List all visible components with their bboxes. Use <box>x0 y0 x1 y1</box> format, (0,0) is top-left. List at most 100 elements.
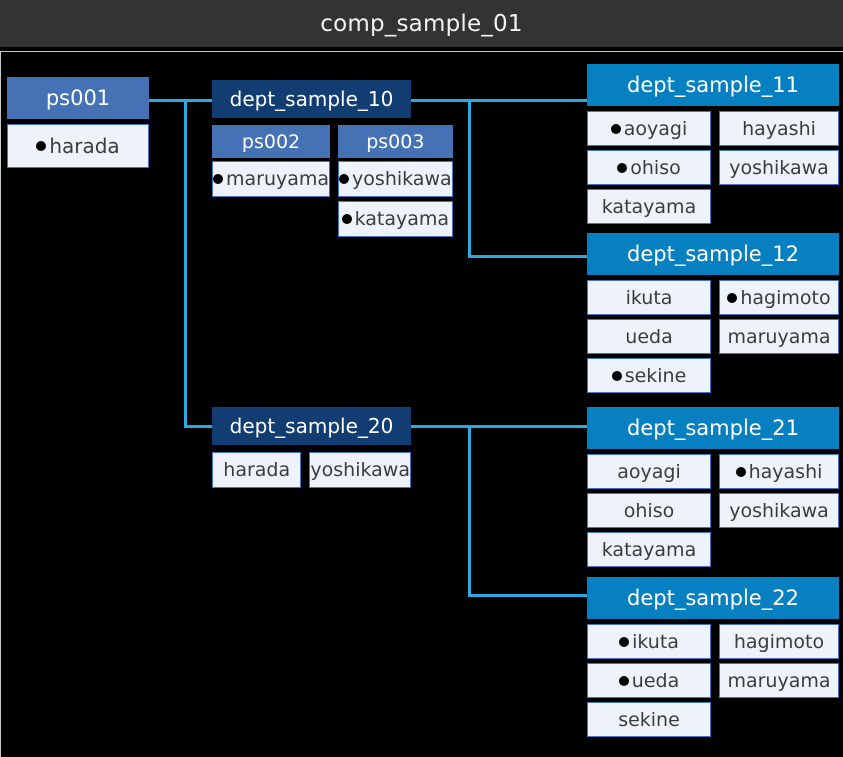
cell-maruyama[interactable]: maruyama <box>719 319 839 354</box>
column-right: hayashi yoshikawa <box>719 111 839 224</box>
node-header-label: dept_sample_20 <box>229 414 394 438</box>
cell-maruyama[interactable]: maruyama <box>719 663 839 698</box>
node-header-ps001: ps001 <box>7 77 149 119</box>
cell-sekine[interactable]: sekine <box>587 358 711 393</box>
cell-hagimoto[interactable]: hagimoto <box>719 280 839 315</box>
node-dept-sample-20[interactable]: dept_sample_20 harada yoshikawa <box>212 407 411 488</box>
cell-ps003-katayama[interactable]: katayama <box>338 201 453 237</box>
column-header-ps002: ps002 <box>212 125 331 158</box>
node-dept-sample-21[interactable]: dept_sample_21 aoyagi ohiso katayama <box>587 407 839 567</box>
cell-label: yoshikawa <box>352 168 452 190</box>
cell-label: ohiso <box>630 156 681 179</box>
cell-label: ikuta <box>632 630 679 653</box>
bullet-icon <box>618 675 629 686</box>
bullet-icon <box>617 162 628 173</box>
bullet-icon <box>341 214 352 224</box>
cell-ohiso[interactable]: ohiso <box>587 150 711 185</box>
cell-label: hagimoto <box>733 630 825 653</box>
connector-dept20-out <box>411 425 471 428</box>
bullet-icon <box>735 466 746 477</box>
connector-to-dept21 <box>468 425 588 428</box>
cell-label: ueda <box>625 325 673 348</box>
bullet-icon <box>611 370 622 381</box>
cell-label: aoyagi <box>617 460 681 483</box>
node-header-dept-sample-21: dept_sample_21 <box>587 407 839 449</box>
column-ps002: ps002 maruyama <box>212 125 331 237</box>
connector-dept10-vertical <box>468 99 471 258</box>
node-dept-sample-10[interactable]: dept_sample_10 ps002 maruyama ps003 yosh… <box>212 80 453 237</box>
cell-label: yoshikawa <box>729 156 829 179</box>
cell-label: hayashi <box>748 460 823 483</box>
node-header-label: dept_sample_12 <box>627 242 799 266</box>
cell-katayama[interactable]: katayama <box>587 532 711 567</box>
connector-to-dept10 <box>184 99 212 102</box>
node-header-dept-sample-20: dept_sample_20 <box>212 407 411 445</box>
column-header-label: ps002 <box>241 130 301 153</box>
cell-label: ueda <box>631 669 680 692</box>
cell-label: katayama <box>601 195 697 218</box>
cell-label: harada <box>49 134 120 158</box>
connector-dept20-vertical <box>468 425 471 597</box>
cell-label: maruyama <box>727 325 831 348</box>
cell-label: hayashi <box>742 117 816 140</box>
cell-aoyagi[interactable]: aoyagi <box>587 111 711 146</box>
column-right: hagimoto maruyama <box>719 624 839 737</box>
cell-hagimoto[interactable]: hagimoto <box>719 624 839 659</box>
column-right: hayashi yoshikawa <box>719 454 839 567</box>
node-dept-sample-11[interactable]: dept_sample_11 aoyagi ohiso katayama <box>587 64 839 224</box>
node-dept-sample-22[interactable]: dept_sample_22 ikuta ueda sekine <box>587 577 839 737</box>
cell-katayama[interactable]: katayama <box>587 189 711 224</box>
cell-ohiso[interactable]: ohiso <box>587 493 711 528</box>
node-header-label: dept_sample_21 <box>627 416 799 440</box>
bullet-icon <box>610 123 621 134</box>
connector-ps001-vertical <box>184 99 187 428</box>
connector-ps001-trunk <box>149 99 187 102</box>
cell-ps001-harada[interactable]: harada <box>7 124 149 168</box>
column-left: harada <box>212 452 302 488</box>
cell-ps002-maruyama[interactable]: maruyama <box>212 161 331 197</box>
connector-to-dept20 <box>184 425 212 428</box>
bullet-icon <box>213 174 223 184</box>
page-title: comp_sample_01 <box>320 10 523 37</box>
node-header-dept-sample-11: dept_sample_11 <box>587 64 839 106</box>
column-left: aoyagi ohiso katayama <box>587 454 711 567</box>
cell-sekine[interactable]: sekine <box>587 702 711 737</box>
cell-aoyagi[interactable]: aoyagi <box>587 454 711 489</box>
cell-yoshikawa[interactable]: yoshikawa <box>309 452 411 488</box>
cell-label: yoshikawa <box>310 459 410 481</box>
bullet-icon <box>339 174 350 184</box>
cell-ikuta[interactable]: ikuta <box>587 624 711 659</box>
node-header-label: dept_sample_11 <box>627 73 799 97</box>
cell-label: maruyama <box>226 168 330 190</box>
column-left: ikuta ueda sekine <box>587 280 711 393</box>
node-header-dept-sample-12: dept_sample_12 <box>587 233 839 275</box>
cell-hayashi[interactable]: hayashi <box>719 111 839 146</box>
cell-ps003-yoshikawa[interactable]: yoshikawa <box>338 161 453 197</box>
cell-hayashi[interactable]: hayashi <box>719 454 839 489</box>
cell-harada[interactable]: harada <box>212 452 302 488</box>
cell-ikuta[interactable]: ikuta <box>587 280 711 315</box>
window-title-bar: comp_sample_01 <box>0 0 843 49</box>
cell-yoshikawa[interactable]: yoshikawa <box>719 150 839 185</box>
cell-ueda[interactable]: ueda <box>587 663 711 698</box>
cell-label: maruyama <box>727 669 831 692</box>
connector-to-dept11 <box>468 99 588 102</box>
cell-ueda[interactable]: ueda <box>587 319 711 354</box>
node-header-dept-sample-10: dept_sample_10 <box>212 80 411 118</box>
cell-label: yoshikawa <box>729 499 829 522</box>
node-header-label: dept_sample_10 <box>229 87 394 111</box>
connector-to-dept22 <box>468 594 588 597</box>
node-header-label: dept_sample_22 <box>627 586 799 610</box>
node-header-dept-sample-22: dept_sample_22 <box>587 577 839 619</box>
cell-label: sekine <box>624 364 687 387</box>
column-ps003: ps003 yoshikawa katayama <box>338 125 453 237</box>
column-header-label: ps003 <box>366 130 425 153</box>
cell-label: katayama <box>354 208 450 230</box>
node-dept-sample-12[interactable]: dept_sample_12 ikuta ueda sekine <box>587 233 839 393</box>
node-ps001[interactable]: ps001 harada <box>7 77 149 168</box>
column-right: hagimoto maruyama <box>719 280 839 393</box>
cell-yoshikawa[interactable]: yoshikawa <box>719 493 839 528</box>
cell-label: sekine <box>618 708 680 731</box>
diagram-canvas: ps001 harada dept_sample_10 ps002 maruya… <box>0 51 843 757</box>
column-left: aoyagi ohiso katayama <box>587 111 711 224</box>
